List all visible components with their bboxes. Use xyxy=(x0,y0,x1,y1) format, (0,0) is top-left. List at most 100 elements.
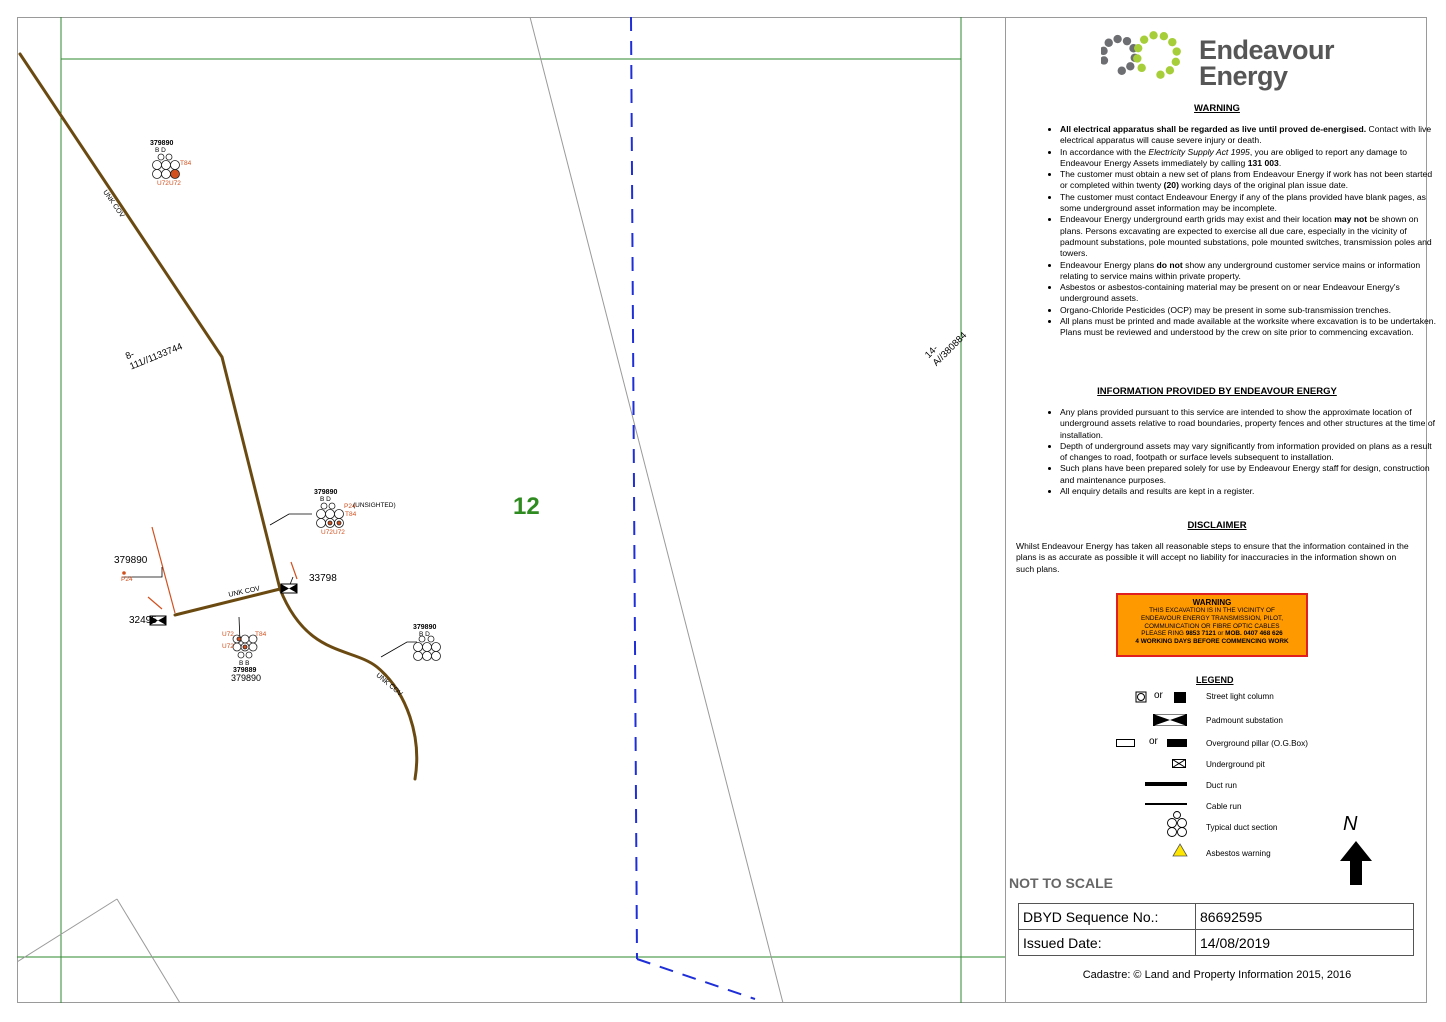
logo-dot xyxy=(1139,35,1149,44)
cable-run xyxy=(18,52,282,591)
legend-label: Cable run xyxy=(1206,802,1242,811)
duct-note: T84 xyxy=(255,631,267,638)
duct-note: U72 xyxy=(157,180,169,187)
logo-dot xyxy=(1134,43,1143,53)
warnbox-title: WARNING xyxy=(1192,598,1232,607)
legend-label: Duct run xyxy=(1206,781,1237,790)
legend-label: Typical duct section xyxy=(1206,823,1278,832)
logo-dot xyxy=(1156,70,1165,79)
duct-note: U72 xyxy=(222,631,234,638)
duct-note: U72 xyxy=(169,180,181,187)
duct-section-icon xyxy=(1167,811,1187,837)
cable-runs xyxy=(18,52,419,781)
warning-heading: WARNING xyxy=(1194,103,1240,114)
cable-run xyxy=(278,587,419,781)
logo-dot xyxy=(1117,66,1126,75)
table-row: Issued Date: 14/08/2019 xyxy=(1018,929,1414,956)
asbestos-warning-icon xyxy=(1172,843,1188,857)
legend-label: Padmount substation xyxy=(1206,716,1283,725)
list-item: The customer must obtain a new set of pl… xyxy=(1060,169,1438,192)
substation-label: 32495 xyxy=(129,615,157,626)
logo-dot xyxy=(1171,57,1180,67)
list-item: All enquiry details and results are kept… xyxy=(1060,486,1438,497)
logo-dot xyxy=(1122,36,1132,46)
table-key: DBYD Sequence No.: xyxy=(1018,903,1196,930)
warnbox-mobile: MOB. 0407 468 626 xyxy=(1225,630,1283,638)
warnbox-ring: PLEASE RING xyxy=(1141,630,1186,638)
cadastre-line xyxy=(116,898,181,1003)
annotation-lines xyxy=(147,526,298,614)
pillar-label: 379890 xyxy=(114,555,148,566)
list-item: Such plans have been prepared solely for… xyxy=(1060,463,1438,486)
cable-run-icon xyxy=(1145,803,1187,805)
legend-label: Asbestos warning xyxy=(1206,849,1271,858)
duct-code: B D xyxy=(155,147,166,154)
logo-dot xyxy=(1172,47,1181,56)
padmount-substation-32495 xyxy=(149,615,167,626)
logo-dot xyxy=(1101,46,1108,56)
cable-run xyxy=(173,587,282,617)
list-item: Depth of underground assets may vary sig… xyxy=(1060,441,1438,464)
street-light-filled-icon xyxy=(1174,692,1186,703)
list-item: All electrical apparatus shall be regard… xyxy=(1060,124,1438,147)
duct-note: (UNSIGHTED) xyxy=(353,502,396,509)
list-item: In accordance with the Electricity Suppl… xyxy=(1060,147,1438,170)
logo-dot xyxy=(1101,56,1109,65)
list-item: The customer must contact Endeavour Ener… xyxy=(1060,192,1438,215)
padmount-substation-33798 xyxy=(280,583,298,594)
leader-line xyxy=(122,567,163,578)
duct-section-4 xyxy=(413,635,441,661)
duct-note: T84 xyxy=(180,160,192,167)
logo-dot xyxy=(1159,32,1169,41)
north-label: N xyxy=(1343,813,1358,835)
dashed-line xyxy=(636,958,756,1000)
duct-note: U72 xyxy=(321,529,333,536)
duct-id: 379890 xyxy=(314,489,338,496)
substation-label: 33798 xyxy=(309,573,337,584)
property-boundaries xyxy=(17,17,1005,1003)
logo-dot xyxy=(1113,34,1122,44)
warnbox-or: or xyxy=(1215,630,1226,638)
legend-label: Overground pillar (O.G.Box) xyxy=(1206,739,1308,748)
information-list: Any plans provided pursuant to this serv… xyxy=(1036,407,1438,497)
duct-section-3 xyxy=(232,634,258,659)
logo-dot xyxy=(1149,31,1158,40)
dashed-line xyxy=(630,17,638,960)
duct-code: B D xyxy=(419,631,430,638)
dashed-boundary xyxy=(630,17,756,1000)
annotation-line xyxy=(151,526,176,614)
not-to-scale-note: NOT TO SCALE xyxy=(1009,875,1113,891)
warnbox-line: COMMUNICATION OR FIBRE OPTIC CABLES xyxy=(1144,622,1280,630)
legend-or: or xyxy=(1154,690,1163,701)
duct-note: U72 xyxy=(333,529,345,536)
leader-line xyxy=(269,513,312,526)
list-item: Organo-Chloride Pesticides (OCP) may be … xyxy=(1060,305,1438,316)
information-heading: INFORMATION PROVIDED BY ENDEAVOUR ENERGY xyxy=(1097,386,1337,397)
lot-number: 12 xyxy=(513,493,540,520)
overground-pillar-icon xyxy=(1116,739,1135,747)
map-area: 12 8- 111//1133744 14- A//380884 UNK COV… xyxy=(17,17,1005,1003)
map-drawing xyxy=(17,17,1005,1003)
duct-bottom-label: 379890 xyxy=(231,673,262,683)
table-row: DBYD Sequence No.: 86692595 xyxy=(1018,903,1414,930)
warnbox-phone: 9853 7121 xyxy=(1185,630,1216,638)
logo-mark-icon xyxy=(1101,31,1181,79)
cadastre-line xyxy=(17,898,118,963)
dbyd-info-table: DBYD Sequence No.: 86692595 Issued Date:… xyxy=(1018,903,1414,956)
overground-pillar-filled-icon xyxy=(1167,739,1187,747)
cadastre-credit: Cadastre: © Land and Property Informatio… xyxy=(1082,969,1352,981)
cadastre-lines xyxy=(17,17,784,1003)
underground-pit-icon xyxy=(1172,759,1186,768)
map-sheet-frame xyxy=(17,17,1427,1003)
legend-label: Underground pit xyxy=(1206,760,1265,769)
north-arrow-icon xyxy=(1340,841,1372,885)
legend-label: Street light column xyxy=(1206,692,1274,701)
duct-section-2 xyxy=(316,502,344,528)
duct-note: U72 xyxy=(222,643,234,650)
logo-dot xyxy=(1126,62,1135,71)
cadastre-line xyxy=(529,17,784,1003)
warnbox-line: THIS EXCAVATION IS IN THE VICINITY OF xyxy=(1149,607,1275,614)
leader-line xyxy=(380,641,417,658)
cable-warning-box: WARNING THIS EXCAVATION IS IN THE VICINI… xyxy=(1116,593,1308,657)
logo-line1: Endeavour xyxy=(1199,35,1335,65)
